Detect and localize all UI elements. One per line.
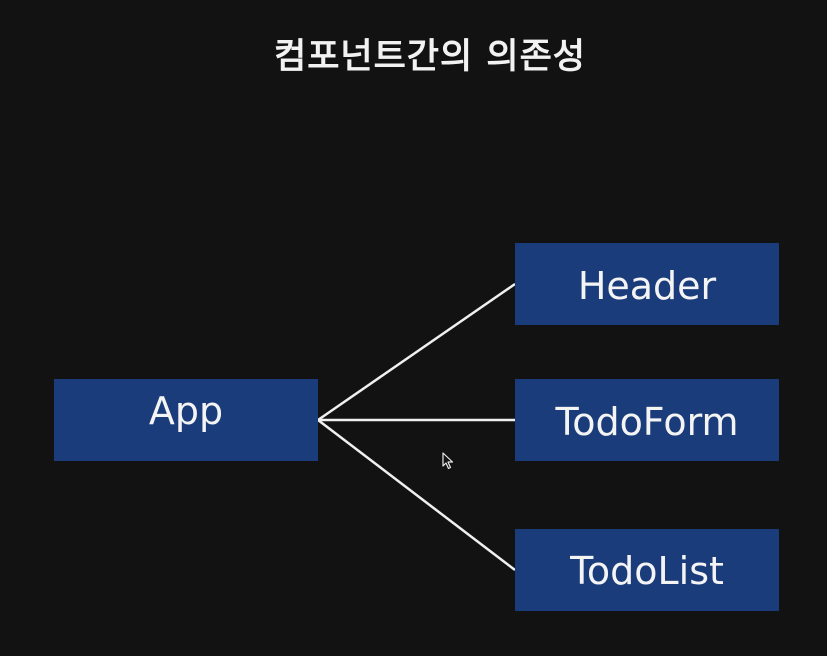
node-todoform: TodoForm [515, 379, 779, 461]
node-todolist-label: TodoList [570, 549, 724, 593]
node-todoform-label: TodoForm [555, 400, 739, 444]
node-header: Header [515, 243, 779, 325]
edge-app-todolist [317, 419, 516, 571]
node-app-label: App [148, 389, 224, 433]
mouse-pointer-icon [442, 452, 454, 470]
diagram-title: 컴포넌트간의 의존성 [274, 37, 586, 77]
node-todolist: TodoList [515, 529, 779, 611]
node-header-label: Header [577, 264, 717, 308]
node-app: App [54, 379, 318, 461]
edge-app-header [317, 282, 516, 422]
